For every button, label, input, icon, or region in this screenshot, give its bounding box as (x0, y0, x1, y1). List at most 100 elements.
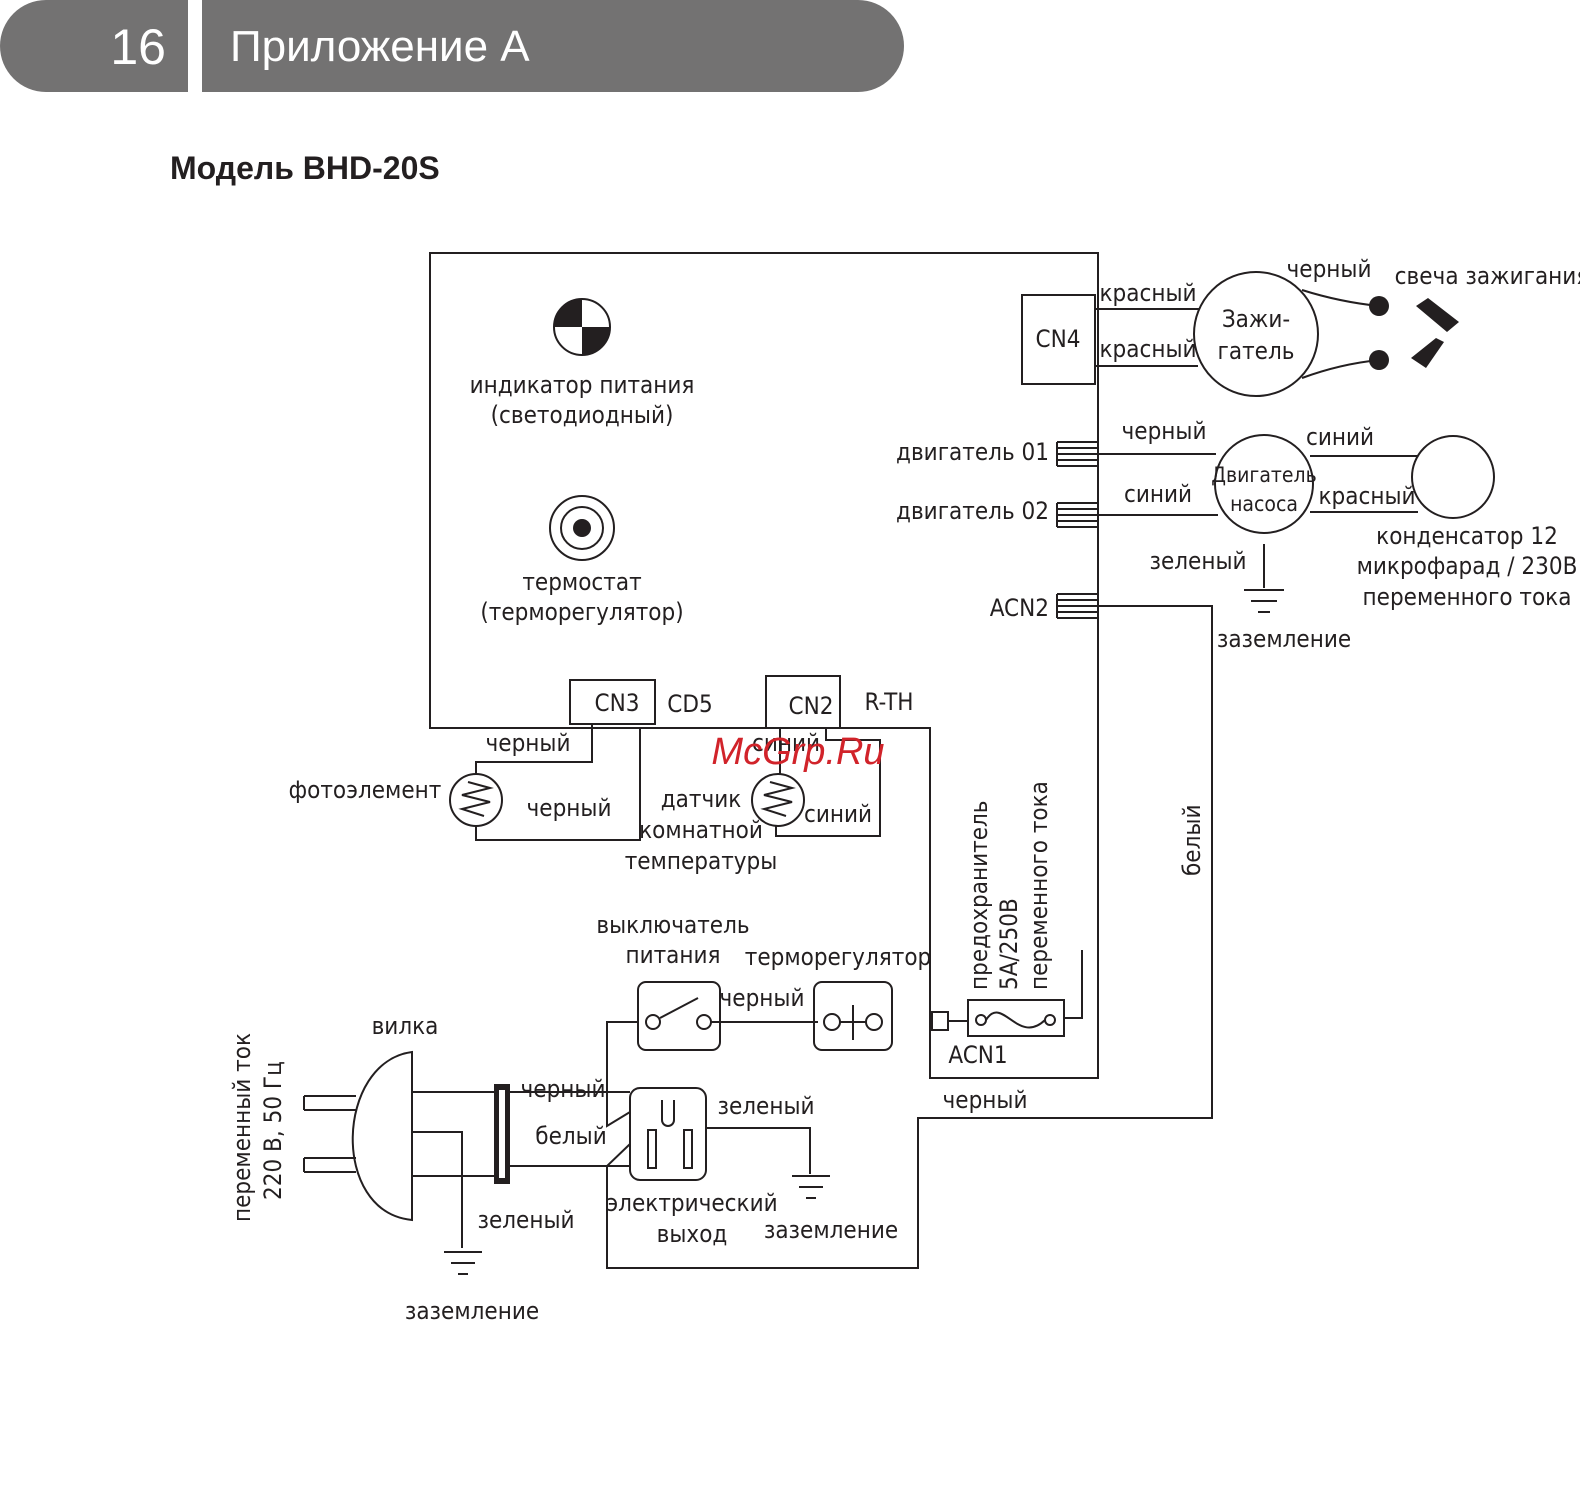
fuse-label-2: 5А/250В (995, 898, 1023, 990)
cn2-connector (765, 675, 841, 729)
wire-blue-sensor-2 (775, 728, 881, 837)
cn3-connector (569, 679, 656, 725)
wire-green-motor-label: зеленый (1149, 547, 1246, 575)
wire-white (606, 605, 1213, 1269)
watermark: McGrp.Ru (711, 731, 884, 773)
power-indicator-fill-1 (554, 299, 582, 327)
control-board-outline (429, 252, 1099, 1079)
spark-plug-terminal-2 (1369, 350, 1389, 370)
wire-igniter-lower (1301, 359, 1380, 379)
capacitor-symbol (1411, 435, 1495, 519)
section-title-tab: Приложение А (202, 0, 904, 92)
room-sensor-label-2: комнатной (639, 816, 763, 844)
wire-blue-motor-label: синий (1124, 480, 1192, 508)
rth-label: R-TH (864, 688, 913, 716)
wire-green-outlet (706, 1127, 811, 1174)
cn4-connector (1021, 294, 1096, 385)
capacitor-label-1: конденсатор 12 (1376, 522, 1558, 550)
acn2-label: ACN2 (990, 594, 1049, 622)
outlet-label-1: электрический (606, 1189, 777, 1217)
room-sensor-symbol (751, 773, 805, 827)
wire-blue-capacitor-label: синий (1306, 423, 1374, 451)
wire-black-photocell-label-1: черный (486, 729, 571, 757)
fuse-symbol (967, 999, 1065, 1037)
thermostat-icon (549, 495, 615, 561)
motor02-connector (1056, 502, 1098, 528)
wire-black-igniter (1301, 289, 1380, 307)
thermoregulator-label: терморегулятор (745, 943, 931, 971)
pump-motor-symbol (1214, 434, 1314, 534)
mains-label-1: переменный ток (228, 1033, 256, 1222)
wire-red-label-2: красный (1099, 335, 1196, 363)
page-number-tab: 16 (0, 0, 188, 92)
thermoregulator-symbol (813, 981, 893, 1051)
spark-plug-electrode-2 (1411, 338, 1444, 368)
wire-black-photocell-2 (475, 728, 641, 841)
motor01-label: двигатель 01 (896, 438, 1049, 466)
power-indicator-fill-2 (582, 327, 610, 355)
wire-black-motor-label: черный (1122, 417, 1207, 445)
mains-connector-inner (499, 1090, 505, 1178)
thermostat-label-2: (терморегулятор) (480, 598, 683, 626)
plug-pin-bottom (303, 1157, 356, 1173)
ground-symbol-outlet (792, 1175, 830, 1199)
power-indicator-label-2: (светодиодный) (491, 401, 674, 429)
wire-black-igniter-label: черный (1287, 255, 1372, 283)
room-sensor-resistor (760, 781, 796, 817)
capacitor-label-2: микрофарад / 230В (1357, 552, 1578, 580)
plug-symbol (351, 1050, 413, 1222)
wire-black-bottom-label: черный (943, 1086, 1028, 1114)
thermostat-knob-center (573, 519, 591, 537)
ground-label-motor: заземление (1217, 625, 1351, 653)
acn1-label: ACN1 (948, 1041, 1007, 1069)
spark-plug-label: свеча зажигания (1395, 262, 1580, 290)
room-sensor-label-3: температуры (625, 847, 778, 875)
fuse-label-3: переменного тока (1025, 781, 1053, 990)
switch-contact-right (696, 1014, 712, 1030)
plug-label: вилка (372, 1012, 439, 1040)
thermostat-label-1: термостат (522, 568, 641, 596)
igniter-label-1: Зажи- (1222, 305, 1290, 333)
page-header: 16 Приложение А (0, 0, 904, 92)
thermoregulator-contact-left (823, 1013, 841, 1031)
outlet-slot-right (683, 1129, 693, 1169)
outlet-slot-left (647, 1129, 657, 1169)
photocell-label: фотоэлемент (289, 776, 442, 804)
spark-plug-electrode-1 (1416, 298, 1459, 332)
wire-black-mains-label: черный (521, 1075, 606, 1103)
section-title: Приложение А (230, 22, 530, 71)
wire-green-plug (412, 1131, 463, 1248)
motor01-connector (1056, 441, 1098, 467)
ground-symbol-plug (444, 1251, 482, 1275)
plug-pin-top (303, 1095, 356, 1111)
photocell-resistor (458, 781, 494, 817)
wire-white-label: белый (1178, 805, 1206, 876)
fuse-element (985, 1011, 1046, 1029)
thermostat-icon-ring (560, 506, 604, 550)
wire-red-capacitor-label: красный (1318, 482, 1415, 510)
fuse-contact-left (975, 1014, 987, 1026)
igniter-symbol (1193, 271, 1319, 397)
pump-motor-label-1: Двигатель (1211, 463, 1317, 487)
pump-motor-label-2: насоса (1230, 492, 1298, 516)
page-number: 16 (110, 19, 166, 75)
thermoregulator-contact-right (865, 1013, 883, 1031)
cd5-label: CD5 (667, 690, 712, 718)
switch-contact-left (645, 1014, 661, 1030)
cn4-label: CN4 (1036, 325, 1081, 353)
wire-black-plug (606, 1021, 638, 1128)
room-sensor-label-1: датчик (661, 785, 742, 813)
capacitor-label-3: переменного тока (1363, 583, 1572, 611)
power-switch-label-1: выключатель (596, 911, 749, 939)
wire-green-outlet-label: зеленый (717, 1092, 814, 1120)
wire-black-photocell-1 (475, 724, 593, 775)
fuse-label-1: предохранитель (965, 800, 993, 990)
photocell-symbol (449, 773, 503, 827)
power-indicator-label-1: индикатор питания (470, 371, 695, 399)
outlet-label-2: выход (657, 1220, 728, 1248)
acn2-connector (1056, 593, 1098, 619)
motor02-label: двигатель 02 (896, 497, 1049, 525)
wire-black-switch-label: черный (720, 984, 805, 1012)
wire-black-photocell-label-2: черный (527, 794, 612, 822)
